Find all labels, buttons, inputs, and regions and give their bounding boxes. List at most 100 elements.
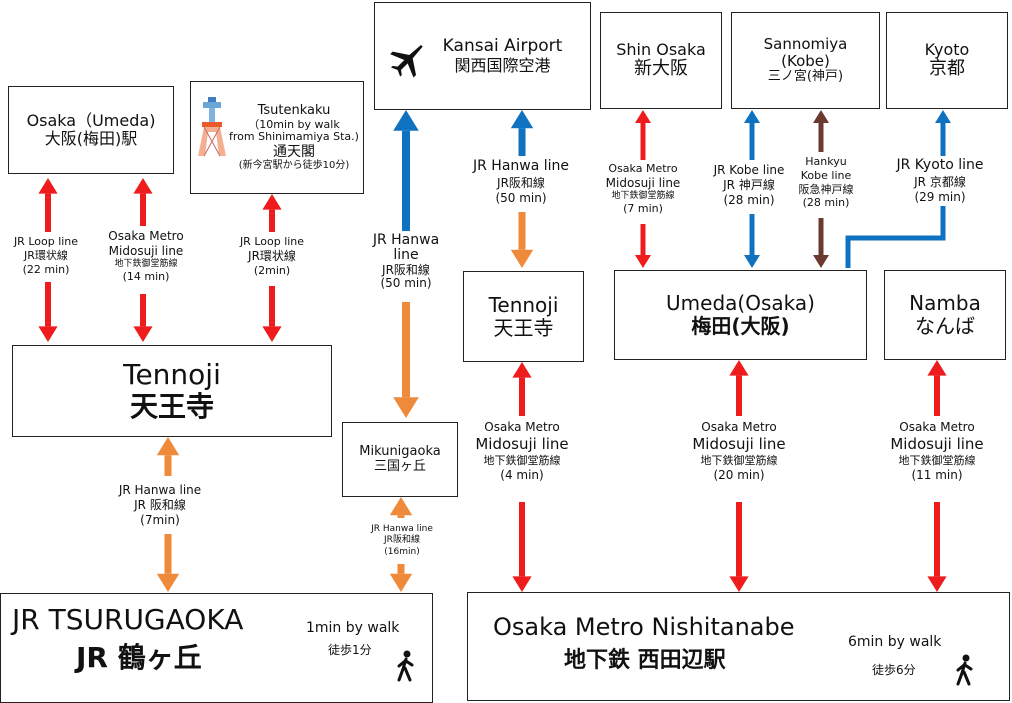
line-name-ja: JR 京都線 (914, 174, 966, 189)
line-name-ja: 地下鉄御堂筋線 (611, 190, 675, 201)
line-operator: Osaka Metro (484, 420, 560, 434)
line-label-hanwa-airport-left: JR Hanwa line JR阪和線 (50 min) (360, 232, 452, 291)
line-name-ja: JR環状線 (248, 248, 296, 263)
line-operator: Osaka Metro (899, 420, 975, 434)
line-name-ja: JR環状線 (24, 248, 68, 262)
station-name-ja: 天王寺 (129, 390, 214, 423)
line-label-loop-umeda: JR Loop line JR環状線 (22 min) (6, 235, 86, 277)
station-umeda: Umeda(Osaka) 梅田(大阪) (614, 270, 867, 360)
station-namba: Namba なんば (884, 270, 1006, 360)
line-name-ja: 地下鉄御堂筋線 (483, 453, 561, 467)
arrow-midosuji-namba-head-down (927, 576, 947, 592)
arrow-midosuji-tennoji-head-up (512, 362, 532, 378)
travel-time: (4 min) (500, 467, 544, 482)
line-name: JR Hanwa line (472, 158, 570, 174)
station-name-ja: 大阪(梅田)駅 (44, 129, 138, 148)
line-name: Kobe line (800, 168, 852, 182)
line-label-midosuji-umeda-bottom: Osaka Metro Midosuji line 地下鉄御堂筋線 (20 mi… (678, 420, 800, 483)
station-nishitanabe (467, 592, 1010, 701)
travel-time: (14 min) (122, 270, 170, 284)
line-label-loop-tsutenkaku: JR Loop line JR環状線 (2min) (232, 235, 312, 278)
arrow-midosuji-umeda-bottom-head-down (729, 576, 749, 592)
travel-time: (28 min) (802, 196, 850, 210)
tsurugaoka-name-en: JR TSURUGAOKA (12, 603, 244, 636)
arrow-jr-kobe-head-down (744, 255, 760, 268)
airplane-icon (390, 45, 423, 78)
line-name-ja: JR阪和線 (497, 175, 545, 190)
arrow-hanwa-tsurugaoka-head-up (156, 437, 180, 456)
line-name-ja: JR阪和線 (384, 535, 420, 546)
nishitanabe-name-ja: 地下鉄 西田辺駅 (564, 648, 726, 673)
station-tennoji-right: Tennoji 天王寺 (463, 271, 584, 362)
line-name-ja: JR 阪和線 (134, 498, 186, 512)
place-name-ja: 通天閣 (273, 143, 315, 160)
arrow-hanwa-airport-right-head-down (510, 249, 534, 268)
line-name: JR Kyoto line (896, 157, 984, 173)
station-mikunigaoka: Mikunigaoka 三国ヶ丘 (342, 422, 458, 497)
station-shin-osaka: Shin Osaka 新大阪 (600, 12, 722, 109)
station-name-en: Shin Osaka (616, 39, 706, 59)
arrow-midosuji-umeda-head-up (133, 178, 153, 194)
walk-time-en: 1min by walk (306, 620, 400, 636)
travel-time: (2min) (253, 263, 291, 277)
station-name-en: Namba (909, 291, 981, 315)
arrow-loop-umeda-head-up (38, 178, 58, 194)
station-name-ja: 天王寺 (493, 315, 554, 340)
line-name: JR Hanwa line (118, 483, 202, 497)
travel-time: (50 min) (380, 275, 432, 290)
travel-time: (22 min) (22, 262, 70, 276)
line-operator: Hankyu (805, 155, 847, 168)
arrow-hankyu-kobe-head-down (813, 255, 829, 268)
line-label-midosuji-namba: Osaka Metro Midosuji line 地下鉄御堂筋線 (11 mi… (876, 420, 998, 483)
station-osaka-umeda: Osaka（Umeda) 大阪(梅田)駅 (8, 86, 174, 174)
place-note-2: from Shinimamiya Sta.) (229, 130, 359, 144)
line-name-ja: 阪急神戸線 (798, 182, 854, 196)
station-name-en-2: (Kobe) (781, 52, 830, 71)
station-name-ja: 三国ヶ丘 (373, 458, 426, 474)
travel-time: (7min) (140, 513, 180, 527)
station-name-ja: 新大阪 (634, 58, 688, 80)
travel-time: (50 min) (495, 190, 547, 205)
arrow-loop-tsutenkaku-head-up (262, 194, 282, 210)
line-label-hanwa-mikunigaoka: JR Hanwa line JR阪和線 (16min) (362, 524, 442, 558)
line-operator: Osaka Metro (701, 420, 777, 434)
station-name-en: Osaka（Umeda) (26, 110, 156, 130)
station-sannomiya: Sannomiya (Kobe) 三ノ宮(神戸) (731, 12, 880, 109)
arrow-midosuji-tennoji-head-down (512, 576, 532, 592)
place-name-en: Tsutenkaku (257, 102, 331, 118)
arrow-jr-kyoto-head-up (935, 110, 951, 123)
arrow-jr-kyoto-connector (845, 206, 946, 268)
line-label-midosuji-umeda: Osaka Metro Midosuji line 地下鉄御堂筋線 (14 mi… (98, 229, 194, 284)
line-name: JR Loop line (13, 235, 79, 248)
arrow-midosuji-umeda-bottom-head-up (729, 360, 749, 376)
arrow-hankyu-kobe-head-up (813, 110, 829, 123)
station-name-ja: 関西国際空港 (454, 55, 551, 75)
line-label-jr-kyoto: JR Kyoto line JR 京都線 (29 min) (886, 157, 994, 205)
line-operator: Osaka Metro (608, 162, 678, 175)
walk-time-ja: 徒歩6分 (872, 663, 916, 677)
station-name-en: Sannomiya (763, 34, 848, 53)
line-label-midosuji-tennoji: Osaka Metro Midosuji line 地下鉄御堂筋線 (4 min… (463, 420, 581, 483)
walking-person-icon (397, 650, 414, 682)
line-name-2: line (393, 247, 419, 264)
arrow-loop-umeda-head-down (38, 326, 58, 342)
line-label-midosuji-shin-osaka: Osaka Metro Midosuji line 地下鉄御堂筋線 (7 min… (598, 162, 688, 216)
arrow-hanwa-mikunigaoka-head-up (389, 497, 413, 516)
station-name-ja: 梅田(大阪) (691, 314, 790, 338)
place-note-1: （10min by walk (248, 117, 340, 131)
travel-time: (29 min) (914, 189, 966, 204)
station-name-ja: 三ノ宮(神戸) (767, 69, 844, 85)
station-name-en: Tennoji (123, 357, 221, 391)
line-label-hanwa-airport-right: JR Hanwa line JR阪和線 (50 min) (462, 158, 580, 206)
station-tennoji-main: Tennoji 天王寺 (12, 345, 332, 437)
line-operator: Osaka Metro (108, 229, 184, 243)
arrow-midosuji-umeda-head-down (133, 326, 153, 342)
line-name: Midosuji line (605, 175, 681, 190)
arrow-hanwa-airport-left-head-down (393, 397, 419, 418)
station-name-en: Kansai Airport (442, 36, 563, 57)
arrow-hanwa-airport-left-head-up (393, 110, 419, 131)
arrow-loop-tsutenkaku-head-down (262, 326, 282, 342)
travel-time: (16min) (384, 546, 420, 557)
line-name-ja: 地下鉄御堂筋線 (898, 453, 976, 467)
line-name-ja: 地下鉄御堂筋線 (700, 453, 778, 467)
